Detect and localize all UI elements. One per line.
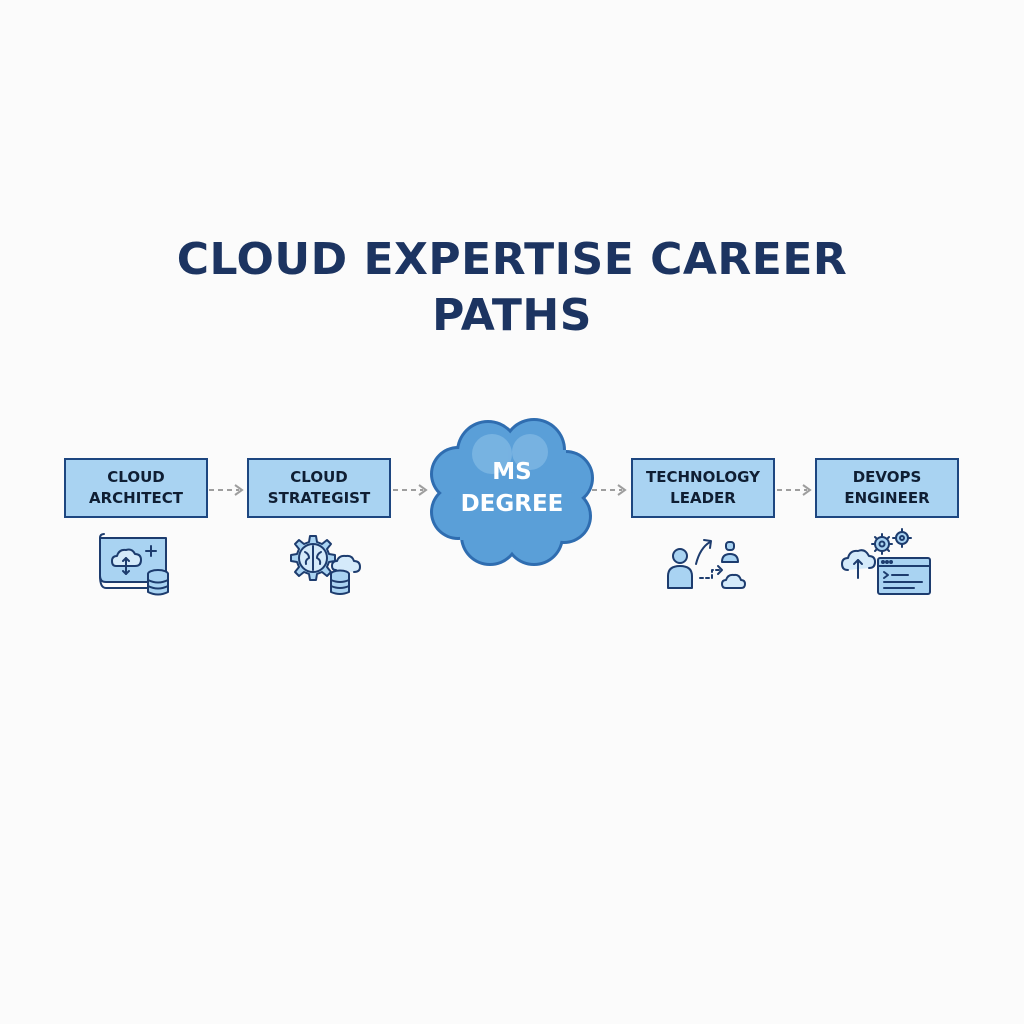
node-label-line-1: TECHNOLOGY [646,468,760,486]
center-label-line-2: DEGREE [460,491,564,517]
dashed-arrow [393,484,428,496]
diagram-title: CLOUD EXPERTISE CAREER PATHS [112,232,912,344]
dashed-arrow [592,484,627,496]
cloud-gears-console-icon [841,528,931,595]
node-label-line-2: LEADER [670,489,736,507]
node-technology-leader: TECHNOLOGY LEADER [631,458,775,518]
ms-degree-label: MS DEGREE [430,456,594,520]
node-label-line-2: ARCHITECT [88,489,184,507]
ms-degree-cloud-shape [430,418,594,566]
title-line-1: CLOUD EXPERTISE CAREER [176,234,848,285]
node-label-line-2: ENGINEER [844,489,930,507]
brain-gear-database-icon [290,535,361,595]
leader-growth-icon [667,539,746,589]
node-label-line-1: CLOUD [290,468,348,486]
center-label-line-1: MS [492,459,532,485]
dashed-arrow [777,484,812,496]
title-line-2: PATHS [432,290,592,341]
node-cloud-architect: CLOUD ARCHITECT [64,458,208,518]
node-label-line-1: CLOUD [107,468,165,486]
dashed-arrow [209,484,244,496]
node-label-line-1: DEVOPS [852,468,922,486]
node-label-line-2: STRATEGIST [267,489,371,507]
node-devops-engineer: DEVOPS ENGINEER [815,458,959,518]
node-cloud-strategist: CLOUD STRATEGIST [247,458,391,518]
blueprint-cloud-database-icon [99,533,169,596]
